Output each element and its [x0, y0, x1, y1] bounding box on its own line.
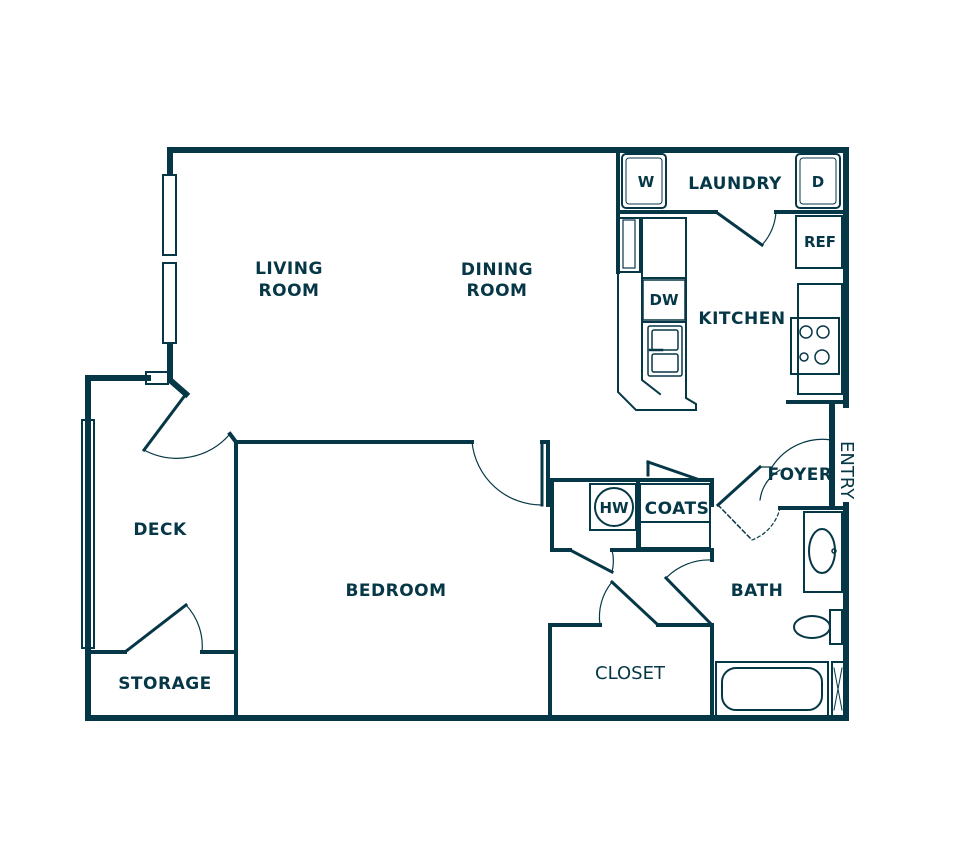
deck-railing	[81, 419, 95, 649]
closet-label: CLOSET	[595, 663, 666, 684]
storage-label: STORAGE	[118, 674, 212, 694]
living-room-windows	[145, 174, 177, 385]
kitchen-counter	[617, 217, 697, 411]
kitchen-sink	[647, 325, 683, 377]
exterior-walls	[85, 147, 849, 721]
deck-label: DECK	[133, 520, 187, 540]
dining-room-label-line2: ROOM	[467, 281, 528, 301]
water-heater-label: HW	[599, 499, 629, 517]
living-room-label-line2: ROOM	[259, 281, 320, 301]
kitchen-label: KITCHEN	[698, 309, 785, 329]
washer	[621, 153, 667, 209]
bedroom-label: BEDROOM	[345, 581, 446, 601]
water-heater	[589, 483, 637, 531]
coats-label: COATS	[645, 499, 710, 519]
range-stove	[790, 283, 843, 395]
dishwasher-label: DW	[650, 291, 679, 309]
dryer	[795, 153, 841, 209]
doors	[122, 209, 833, 655]
dryer-label: D	[812, 173, 824, 191]
dishwasher	[642, 279, 686, 321]
interior-walls	[88, 148, 848, 720]
bathtub	[715, 661, 845, 717]
dining-room-label-line1: DINING	[461, 260, 533, 280]
washer-label: W	[638, 173, 655, 191]
refrigerator-label: REF	[804, 233, 836, 251]
refrigerator	[795, 215, 843, 269]
laundry-label: LAUNDRY	[688, 174, 782, 194]
toilet	[793, 609, 843, 645]
bath-label: BATH	[731, 581, 784, 601]
coats-closet	[639, 483, 711, 549]
living-room-label-line1: LIVING	[255, 259, 323, 279]
foyer-label: FOYER	[768, 465, 833, 485]
entry-label: ENTRY	[836, 441, 857, 500]
bath-vanity	[803, 511, 843, 593]
